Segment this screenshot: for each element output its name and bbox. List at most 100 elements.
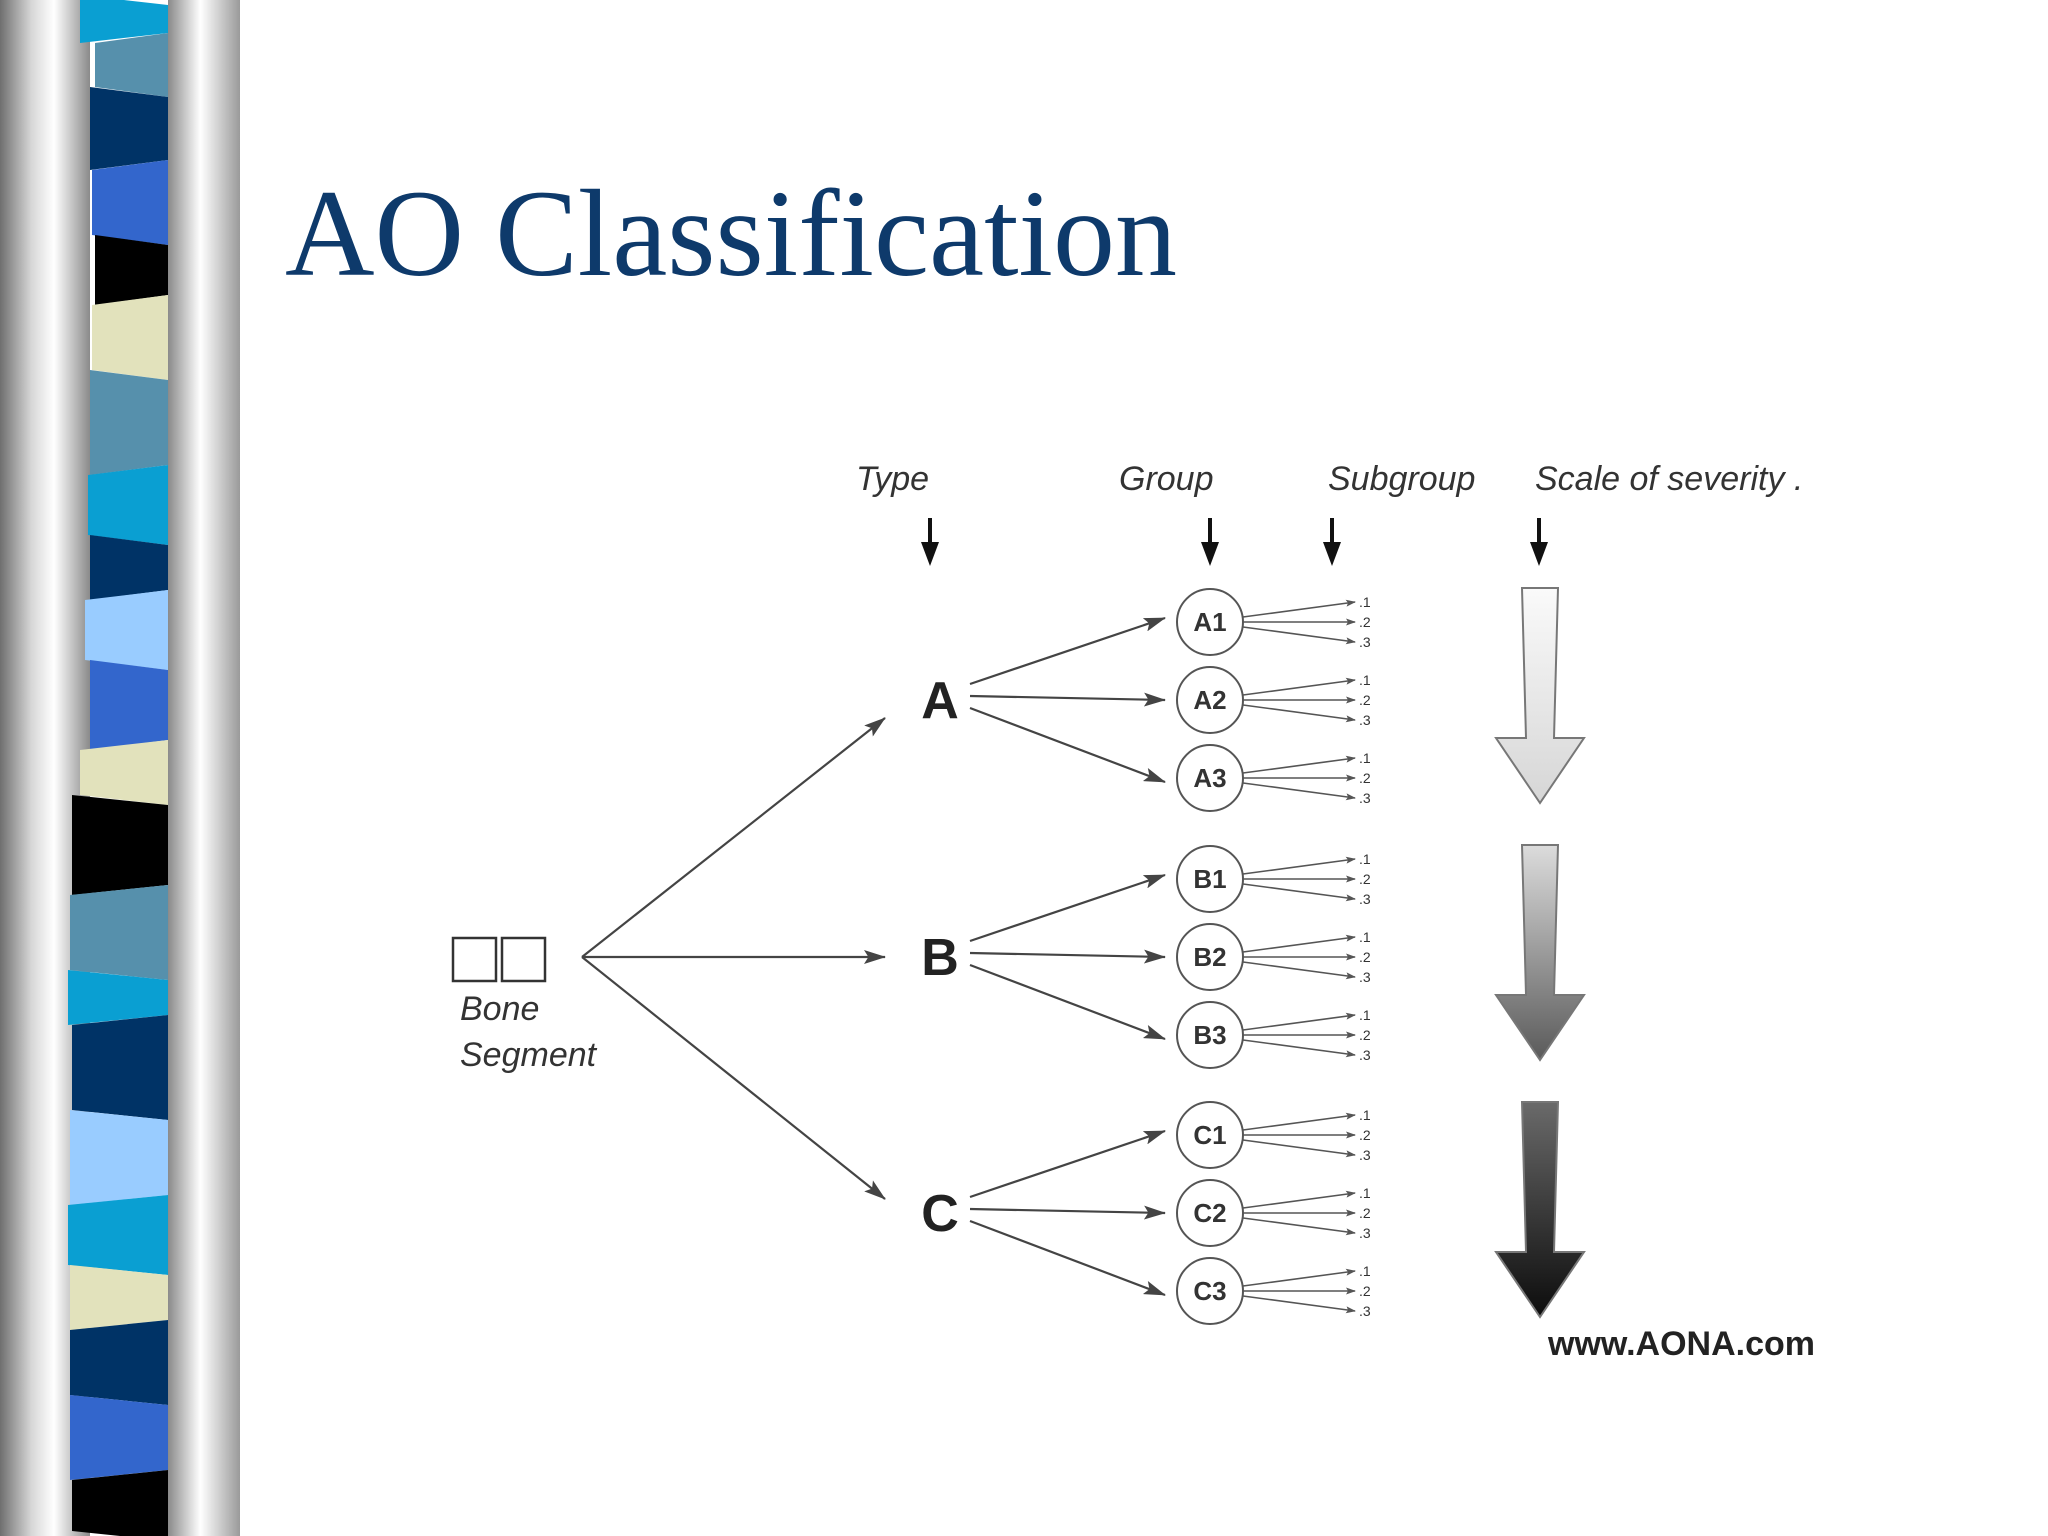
- subgroup-label: .3: [1359, 634, 1371, 650]
- bone-segment-boxes: [451, 936, 547, 983]
- stripe-segment: [70, 1320, 168, 1405]
- subgroup-label: .3: [1359, 712, 1371, 728]
- group-to-subgroup-arrow: [1242, 599, 1356, 618]
- column-header-type: Type: [856, 460, 929, 498]
- type-to-group-arrow: [969, 1219, 1166, 1297]
- subgroup-label: .3: [1359, 790, 1371, 806]
- group-to-subgroup-arrow: [1242, 934, 1356, 953]
- subgroup-label: .2: [1359, 1027, 1371, 1043]
- group-to-subgroup-arrow: [1242, 1039, 1356, 1058]
- group-label-a3: A3: [1193, 763, 1226, 793]
- group-to-subgroup-arrow: [1242, 883, 1356, 902]
- stripe-segment: [80, 740, 168, 805]
- subgroup-label: .1: [1359, 929, 1371, 945]
- stripe-segment: [70, 1395, 168, 1480]
- subgroup-down-arrow: [1323, 518, 1341, 566]
- group-label-b2: B2: [1193, 942, 1226, 972]
- type-label-a: A: [921, 672, 959, 730]
- segment-to-type-arrow: [581, 956, 886, 1200]
- stripe-segment: [68, 970, 168, 1025]
- subgroup-label: .1: [1359, 1007, 1371, 1023]
- subgroup-label: .2: [1359, 1127, 1371, 1143]
- group-to-subgroup-arrow: [1242, 677, 1356, 696]
- group-label-b1: B1: [1193, 864, 1226, 894]
- group-to-subgroup-arrow: [1242, 1295, 1356, 1314]
- subgroup-label: .1: [1359, 594, 1371, 610]
- column-header-severity: Scale of severity .: [1535, 460, 1803, 498]
- subgroup-label: .2: [1359, 614, 1371, 630]
- type-label-c: C: [921, 1185, 959, 1243]
- severity-arrow-light: [1494, 587, 1586, 805]
- stripe-segment: [88, 465, 168, 545]
- group-to-subgroup-arrow: [1242, 704, 1356, 723]
- subgroup-label: .2: [1359, 770, 1371, 786]
- stripe-segment: [92, 160, 168, 245]
- group-to-subgroup-arrow: [1242, 1268, 1356, 1287]
- group-to-subgroup-arrow: [1242, 626, 1356, 645]
- stripe-segment: [95, 33, 168, 97]
- group-label-a1: A1: [1193, 607, 1226, 637]
- type-to-group-arrow: [969, 616, 1166, 686]
- stripe-segment: [92, 295, 168, 380]
- subgroup-label: .3: [1359, 891, 1371, 907]
- stripe-segment: [72, 795, 168, 895]
- column-header-subgroup: Subgroup: [1328, 460, 1475, 498]
- stripe-segment: [70, 885, 168, 980]
- subgroup-label: .2: [1359, 1205, 1371, 1221]
- group-to-subgroup-arrow: [1242, 1190, 1356, 1209]
- subgroup-label: .3: [1359, 1303, 1371, 1319]
- stripe-segment: [95, 235, 168, 305]
- subgroup-label: .1: [1359, 672, 1371, 688]
- group-to-subgroup-arrow: [1242, 755, 1356, 774]
- group-label-a2: A2: [1193, 685, 1226, 715]
- slide-title: AO Classification: [285, 165, 1177, 302]
- group-to-subgroup-arrow: [1242, 1012, 1356, 1031]
- type-to-group-arrow: [969, 873, 1166, 943]
- stripe-segment: [80, 0, 168, 43]
- group-to-subgroup-arrow: [1242, 1112, 1356, 1131]
- subgroup-label: .3: [1359, 1047, 1371, 1063]
- type-to-group-arrow: [969, 692, 1166, 707]
- segment-to-type-arrow: [581, 717, 886, 958]
- subgroup-label: .2: [1359, 692, 1371, 708]
- subgroup-label: .1: [1359, 1263, 1371, 1279]
- subgroup-label: .1: [1359, 851, 1371, 867]
- type-down-arrow: [921, 518, 939, 566]
- column-header-group: Group: [1119, 460, 1214, 498]
- subgroup-label: .3: [1359, 1225, 1371, 1241]
- stripe-segment: [68, 1195, 168, 1275]
- group-label-b3: B3: [1193, 1020, 1226, 1050]
- stripe-segment: [90, 660, 168, 750]
- severity-arrow-medium: [1494, 844, 1586, 1062]
- type-label-b: B: [921, 929, 959, 987]
- type-to-group-arrow: [969, 963, 1166, 1041]
- group-to-subgroup-arrow: [1242, 856, 1356, 875]
- subgroup-label: .1: [1359, 1185, 1371, 1201]
- group-to-subgroup-arrow: [1242, 1217, 1356, 1236]
- group-label-c1: C1: [1193, 1120, 1226, 1150]
- stripe-segment: [90, 535, 168, 600]
- severity-arrow-dark: [1494, 1101, 1586, 1319]
- group-down-arrow: [1201, 518, 1219, 566]
- type-to-group-arrow: [969, 1205, 1166, 1220]
- type-to-group-arrow: [969, 1129, 1166, 1199]
- subgroup-label: .1: [1359, 750, 1371, 766]
- group-label-c2: C2: [1193, 1198, 1226, 1228]
- stripe-segment: [72, 1015, 168, 1120]
- stripe-bar-graphic: [0, 0, 240, 1536]
- website-credit: www.AONA.com: [1547, 1325, 1815, 1363]
- stripe-segment: [72, 1470, 168, 1536]
- subgroup-label: .1: [1359, 1107, 1371, 1123]
- decorative-stripe-bar: [0, 0, 240, 1536]
- group-to-subgroup-arrow: [1242, 1139, 1356, 1158]
- stripe-segment: [90, 87, 168, 170]
- type-to-group-arrow: [969, 949, 1166, 964]
- severity-down-arrow: [1530, 518, 1548, 566]
- subgroup-label: .2: [1359, 949, 1371, 965]
- subgroup-label: .3: [1359, 969, 1371, 985]
- subgroup-label: .2: [1359, 1283, 1371, 1299]
- stripe-segment: [70, 1265, 168, 1330]
- bone-segment-label: Segment: [460, 1036, 598, 1074]
- subgroup-label: .3: [1359, 1147, 1371, 1163]
